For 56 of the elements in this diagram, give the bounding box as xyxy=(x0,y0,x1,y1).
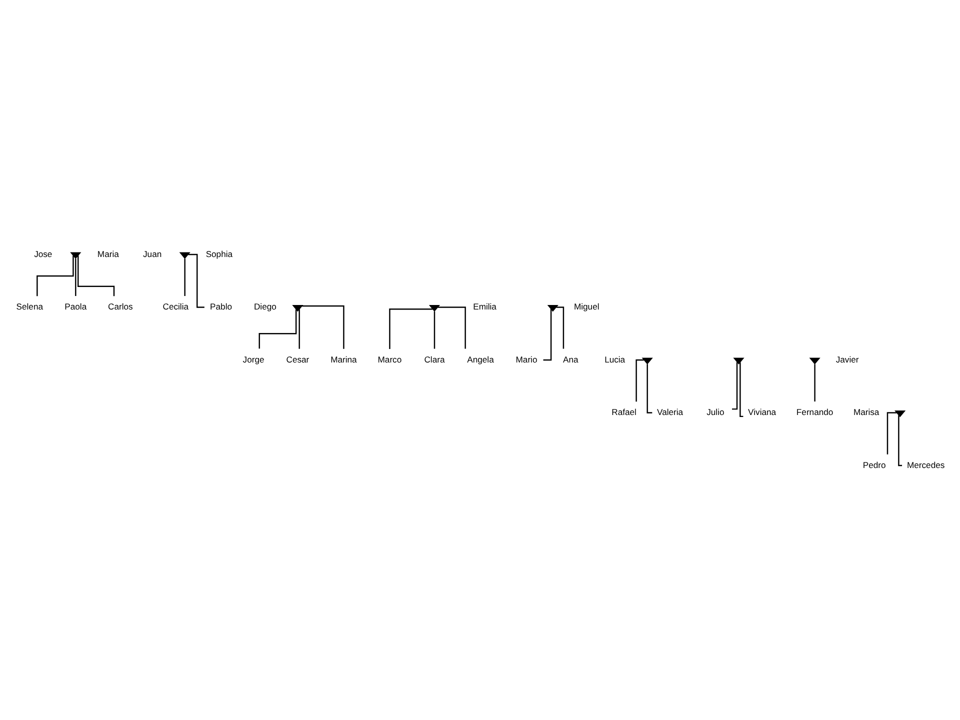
node-text: Fernando xyxy=(796,407,833,418)
node-text: Clara xyxy=(424,354,444,364)
connector xyxy=(886,412,896,454)
node-text: Angela xyxy=(466,354,494,364)
node-text: Julio xyxy=(706,407,724,418)
node-heart xyxy=(808,358,820,364)
connector xyxy=(298,309,300,349)
node-text: Mercedes xyxy=(906,460,944,470)
connector xyxy=(36,256,74,296)
node-text: Cecilia xyxy=(162,302,188,312)
node-text: Ana xyxy=(562,354,578,364)
node-text: Mario xyxy=(515,354,537,364)
connector xyxy=(556,306,564,349)
node-text: Diego xyxy=(253,302,276,312)
node-heart xyxy=(292,304,303,312)
node-text: Marco xyxy=(377,354,402,364)
node-heart xyxy=(732,358,744,364)
node-text: Selena xyxy=(16,302,43,312)
connector xyxy=(739,362,743,418)
node-text: Lucia xyxy=(604,354,625,364)
node-text: Marina xyxy=(330,354,356,364)
connector xyxy=(74,258,76,296)
node-text: Cesar xyxy=(286,354,309,364)
connector xyxy=(635,359,644,402)
node-heart xyxy=(70,252,81,259)
connector xyxy=(898,415,902,466)
node-text: Carlos xyxy=(108,302,132,312)
node-text: Juan xyxy=(142,248,162,259)
node-text: Pablo xyxy=(210,302,232,312)
node-heart xyxy=(641,358,652,364)
connector xyxy=(732,362,738,410)
node-text: Jorge xyxy=(242,354,264,364)
connector xyxy=(437,306,466,349)
connector xyxy=(388,308,432,349)
connector xyxy=(302,305,344,349)
node-heart xyxy=(178,252,190,259)
connector xyxy=(184,258,185,296)
node-text: Sophia xyxy=(205,248,232,259)
node-text: Jose xyxy=(34,248,52,259)
node-text: Viviana xyxy=(748,407,776,418)
node-text: Pedro xyxy=(862,460,886,470)
node-heart xyxy=(894,410,906,418)
node-text: Maria xyxy=(96,248,118,259)
connector xyxy=(433,311,435,349)
node-heart xyxy=(546,304,558,312)
node-text: Emilia xyxy=(472,302,496,312)
node-text: Javier xyxy=(835,354,858,364)
connector xyxy=(646,364,652,414)
connector xyxy=(814,364,815,402)
node-heart xyxy=(428,304,440,312)
node-text: Paola xyxy=(64,302,86,312)
node-text: Miguel xyxy=(573,302,599,312)
connector xyxy=(258,309,296,349)
node-text: Marisa xyxy=(852,407,879,418)
node-text: Valeria xyxy=(656,407,683,418)
node-text: Rafael xyxy=(611,407,636,418)
